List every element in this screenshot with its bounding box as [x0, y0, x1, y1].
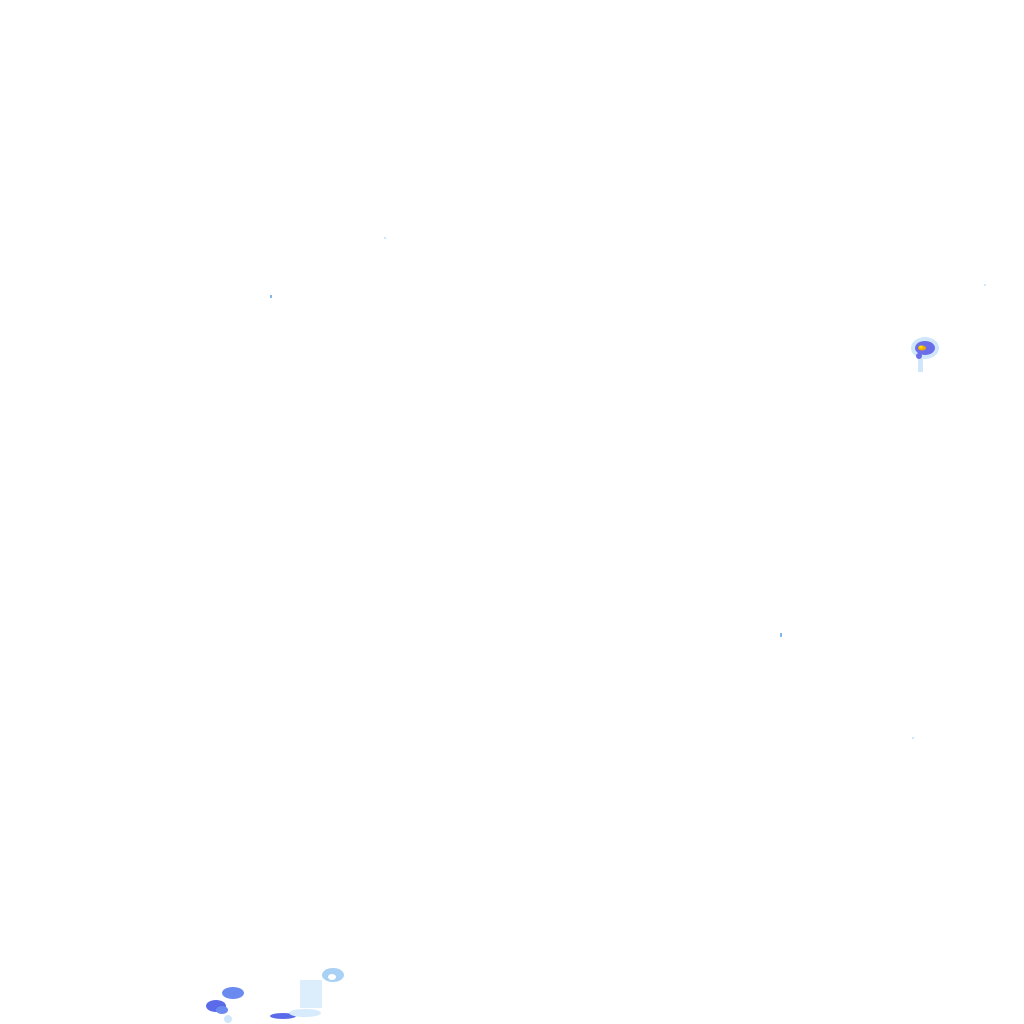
precip-cells-southwest	[206, 968, 344, 1023]
precip-extreme	[919, 345, 923, 349]
precip-light	[918, 350, 923, 372]
precip-speck	[984, 284, 986, 286]
precip-heavy	[216, 1006, 228, 1014]
precip-specks	[270, 237, 986, 739]
precip-speck	[780, 633, 782, 637]
precip-heavy	[270, 1013, 296, 1019]
precip-light	[300, 980, 322, 1008]
precip-moderate	[222, 987, 244, 999]
precip-speck	[270, 295, 272, 298]
precip-cell-northeast	[911, 337, 939, 372]
precip-heavy	[916, 353, 922, 359]
precip-speck	[912, 737, 914, 739]
precip-light	[328, 974, 336, 980]
precip-light	[224, 1015, 232, 1023]
precip-speck	[384, 237, 386, 239]
precip-light	[289, 1009, 321, 1017]
